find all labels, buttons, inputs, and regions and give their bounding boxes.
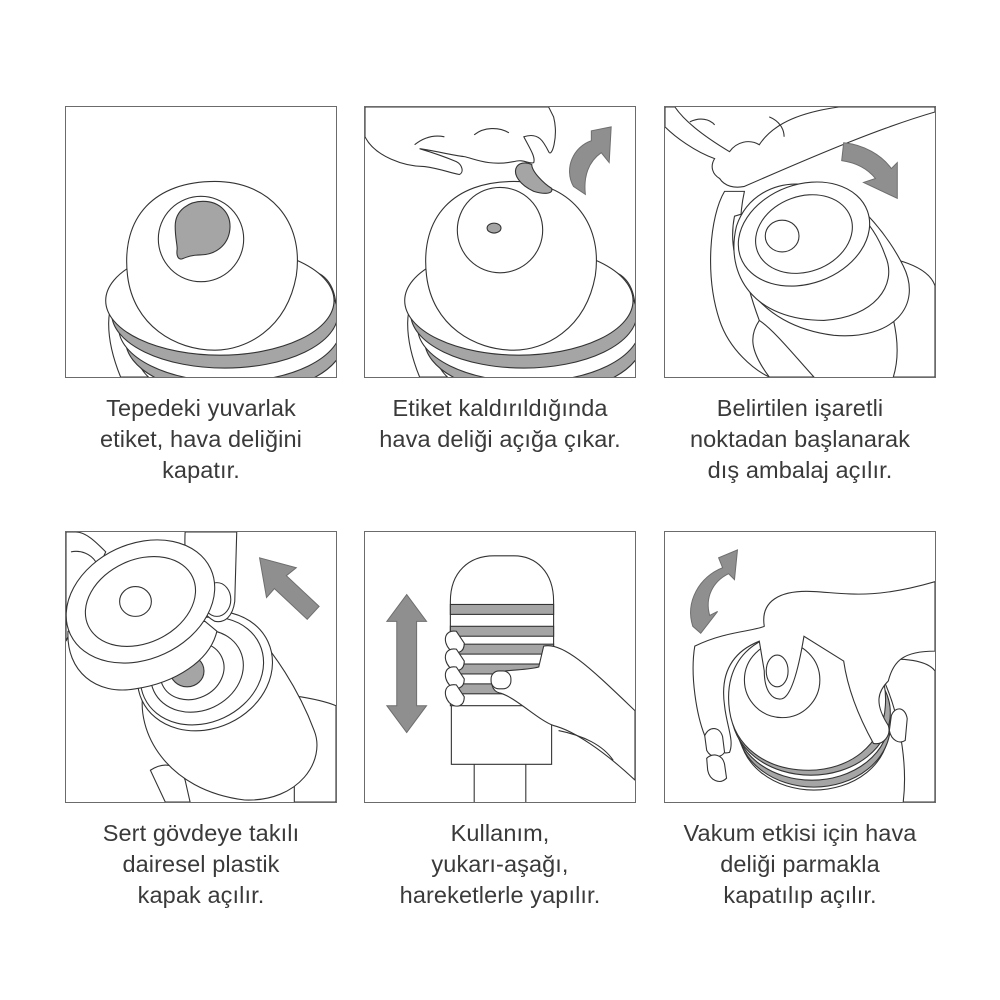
caption-line: hava deliği açığa çıkar.: [379, 426, 621, 452]
caption-line: kapak açılır.: [137, 882, 265, 908]
step-6-caption: Vakum etkisi için hava deliği parmakla k…: [650, 818, 950, 911]
caption-line: kapatır.: [162, 457, 240, 483]
vertical-use-icon: [385, 555, 635, 802]
step-5-illustration: [364, 531, 636, 803]
step-5-caption: Kullanım, yukarı-aşağı, hareketlerle yap…: [350, 818, 650, 911]
finger-on-air-hole-icon: [690, 549, 935, 802]
step-4-illustration: [65, 531, 337, 803]
caption-line: deliği parmakla: [720, 851, 880, 877]
caption-line: etiket, hava deliğini: [100, 426, 302, 452]
caption-line: Belirtilen işaretli: [716, 395, 884, 421]
caption-line: dairesel plastik: [122, 851, 280, 877]
step-3-illustration: [664, 106, 936, 378]
device-top-with-label-icon: [105, 180, 336, 377]
label-peel-icon: [365, 107, 635, 377]
caption-line: noktadan başlanarak: [689, 426, 911, 452]
caption-line: hareketlerle yapılır.: [399, 882, 601, 908]
caption-line: Kullanım,: [450, 820, 550, 846]
step-2-illustration: [364, 106, 636, 378]
cap-removal-icon: [66, 532, 336, 802]
caption-line: Etiket kaldırıldığında: [392, 395, 608, 421]
step-3-caption: Belirtilen işaretli noktadan başlanarak …: [650, 393, 950, 486]
caption-line: yukarı-aşağı,: [431, 851, 569, 877]
step-6-illustration: [664, 531, 936, 803]
caption-line: dış ambalaj açılır.: [707, 457, 893, 483]
step-1-caption: Tepedeki yuvarlak etiket, hava deliğini …: [51, 393, 351, 486]
caption-line: kapatılıp açılır.: [723, 882, 877, 908]
caption-line: Vakum etkisi için hava: [683, 820, 917, 846]
caption-line: Tepedeki yuvarlak: [106, 395, 296, 421]
caption-line: Sert gövdeye takılı: [102, 820, 300, 846]
outer-wrap-open-icon: [665, 107, 935, 377]
step-1-illustration: [65, 106, 337, 378]
step-4-caption: Sert gövdeye takılı dairesel plastik kap…: [51, 818, 351, 911]
step-2-caption: Etiket kaldırıldığında hava deliği açığa…: [350, 393, 650, 455]
